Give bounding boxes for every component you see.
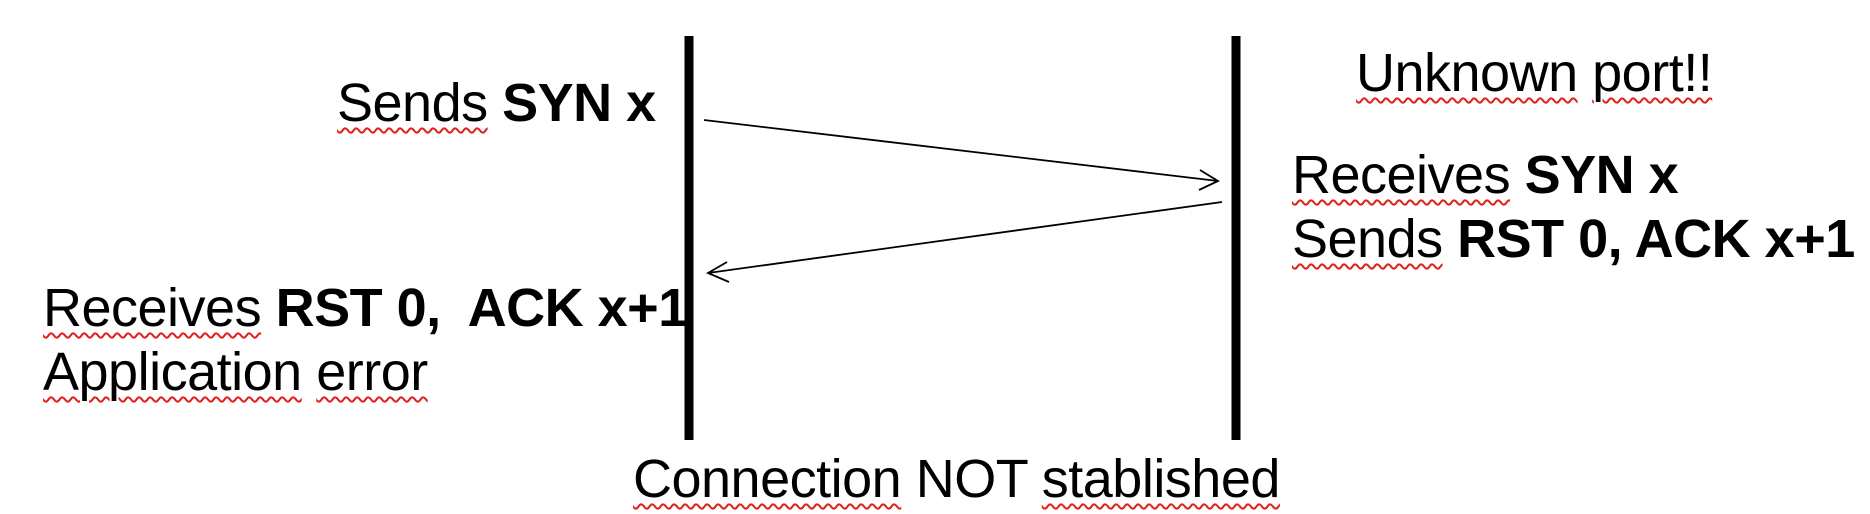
unknown-port-label: Unknown port!! — [1356, 43, 1713, 103]
application-error-label: Application error — [43, 342, 428, 402]
client-send-label: Sends SYN x — [337, 73, 656, 133]
rst-message: RST 0, ACK x+1 — [1457, 209, 1855, 269]
rst-arrow — [705, 201, 1223, 283]
client-recv-label: Receives RST 0, ACK x+1 — [43, 278, 689, 338]
server-send-label: Sends RST 0, ACK x+1 — [1292, 209, 1855, 269]
rst-received-message: RST 0, ACK x+1 — [275, 278, 689, 338]
syn-arrow — [703, 119, 1220, 191]
connection-status-label: Connection NOT stablished — [633, 449, 1280, 509]
server-recv-label: Receives SYN x — [1292, 145, 1679, 205]
syn-message: SYN x — [502, 73, 656, 133]
syn-received-message: SYN x — [1524, 145, 1679, 205]
